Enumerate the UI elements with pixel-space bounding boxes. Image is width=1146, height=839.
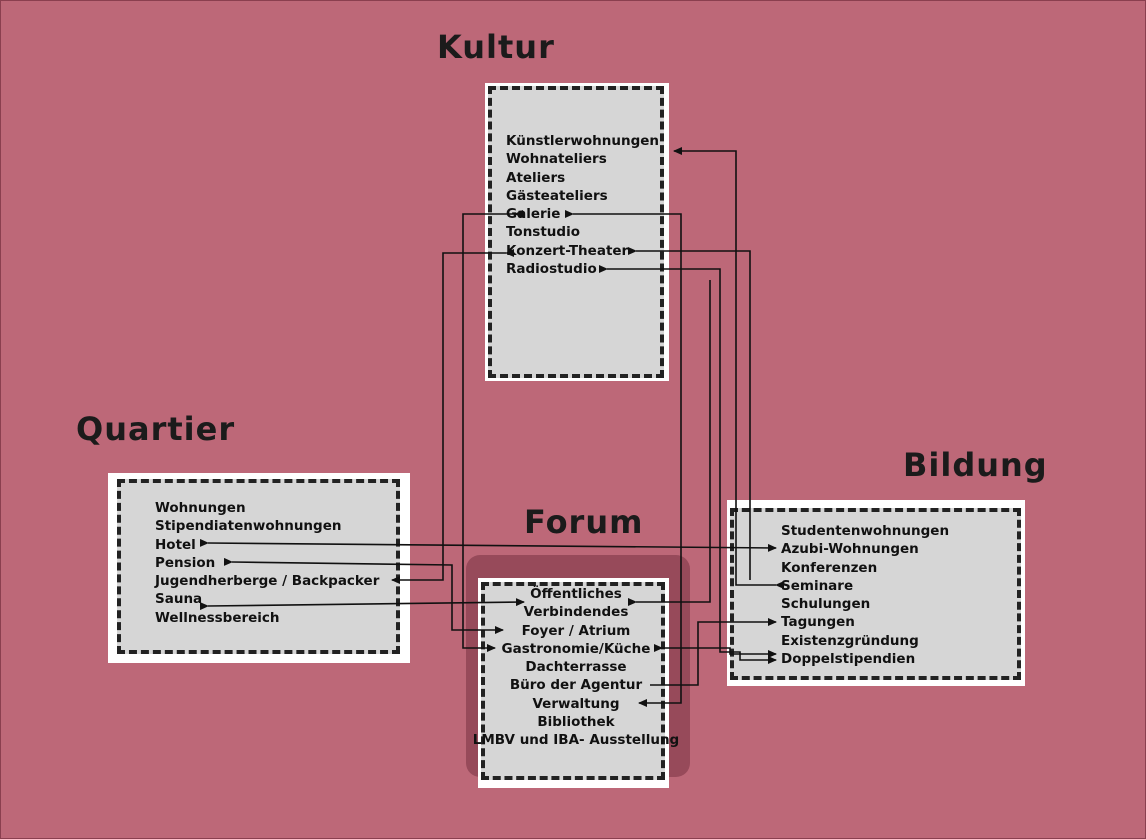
quartier-item: Wohnungen (155, 500, 246, 516)
arrow-konzert-theater-jugendherberge (391, 249, 514, 584)
arrow-pension-foyer (223, 557, 504, 634)
bildung-item: Azubi-Wohnungen (781, 541, 919, 558)
arrow-konzert-theater-bildung (628, 247, 751, 580)
bildung-item: Existenzgründung (781, 632, 919, 649)
arrow-radio-verbindendes (628, 280, 711, 606)
arrow-hotel-azubi (199, 538, 777, 552)
bildung-list: Studentenwohnungen Azubi-Wohnungen Konfe… (781, 522, 949, 668)
bildung-item: Tagungen (781, 614, 855, 631)
quartier-item: Stipendiatenwohnungen (155, 518, 342, 535)
arrow-galerie-verwaltung (565, 210, 682, 707)
kultur-item: Ateliers (506, 169, 566, 186)
kultur-item: Künstlerwohnungen (506, 133, 659, 149)
arrow-sauna-oeffentliches (199, 598, 525, 611)
forum-item: Bibliothek (537, 714, 615, 731)
kultur-heading: Kultur (437, 28, 555, 66)
bildung-item: Studentenwohnungen (781, 523, 950, 539)
kultur-item: Gästeateliers (506, 187, 608, 204)
bildung-heading: Bildung (903, 446, 1048, 484)
bildung-item: Doppelstipendien (781, 651, 916, 668)
quartier-item: Sauna (155, 591, 203, 608)
forum-item: LMBV und IBA- Ausstellung (472, 732, 680, 749)
quartier-item: Hotel (155, 536, 196, 553)
quartier-item: Pension (155, 554, 216, 571)
bildung-item: Seminare (781, 577, 854, 594)
arrow-buero-tagungen (650, 618, 777, 686)
arrow-gastronomie-doppelstipendien (654, 644, 777, 658)
kultur-item: Tonstudio (506, 224, 580, 241)
bildung-item: Konferenzen (781, 559, 878, 576)
kultur-item: Wohnateliers (506, 151, 607, 168)
bildung-item: Schulungen (781, 596, 871, 613)
quartier-heading: Quartier (76, 410, 236, 448)
kultur-list: Künstlerwohnungen Wohnateliers Ateliers … (506, 132, 659, 278)
arrow-galerie-gastronomie (462, 210, 523, 652)
arrow-kuenstlerwohnungen-seminare (673, 147, 784, 589)
